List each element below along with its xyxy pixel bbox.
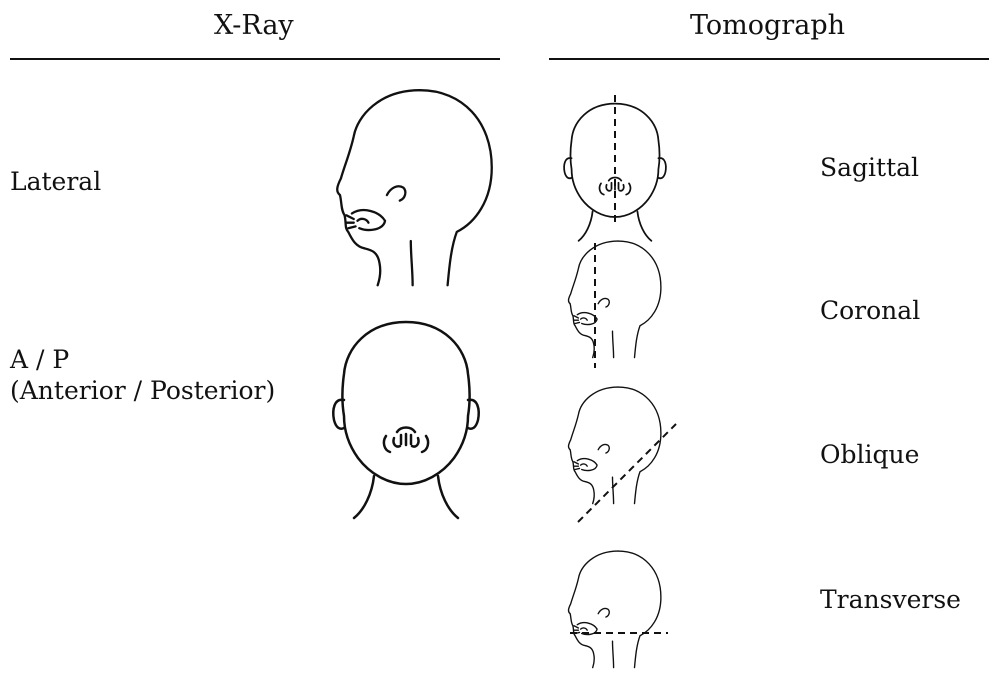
transverse-head-illustration: [569, 551, 661, 668]
xray-lateral-head-illustration: [337, 90, 492, 285]
coronal-head-illustration: [569, 241, 661, 358]
xray-ap-head-illustration: [333, 322, 478, 518]
